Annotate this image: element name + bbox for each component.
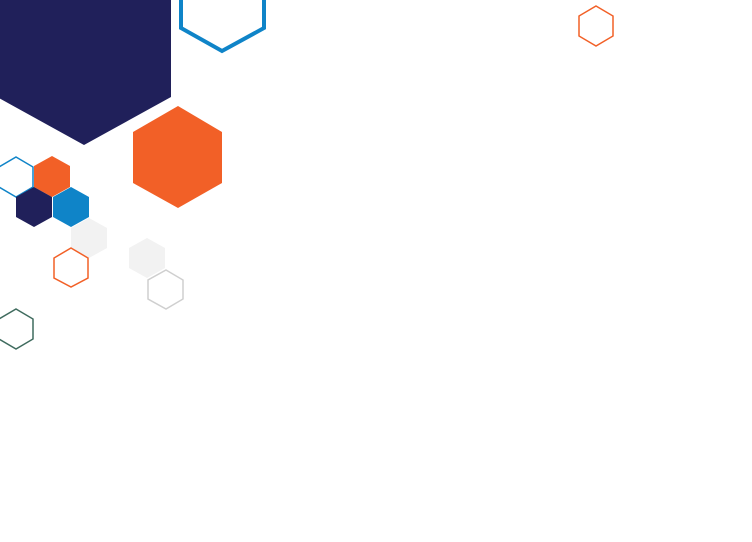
hexagon-light-gray-1 bbox=[71, 218, 107, 258]
hexagon-small-navy bbox=[16, 187, 52, 227]
hexagon-blue-outline-top bbox=[179, 0, 266, 54]
hexagon-gray-outline bbox=[147, 269, 184, 310]
hexagon-small-orange-outline-top-right bbox=[578, 5, 614, 47]
hexagon-large-navy bbox=[0, 0, 171, 145]
hexagon-small-blue bbox=[53, 187, 89, 227]
hexagon-teal-outline bbox=[0, 308, 34, 350]
hexagon-small-orange bbox=[34, 156, 70, 197]
hexagon-light-gray-2 bbox=[129, 238, 165, 278]
hexagon-small-orange-outline bbox=[53, 247, 89, 288]
hexagon-large-orange bbox=[133, 106, 222, 208]
